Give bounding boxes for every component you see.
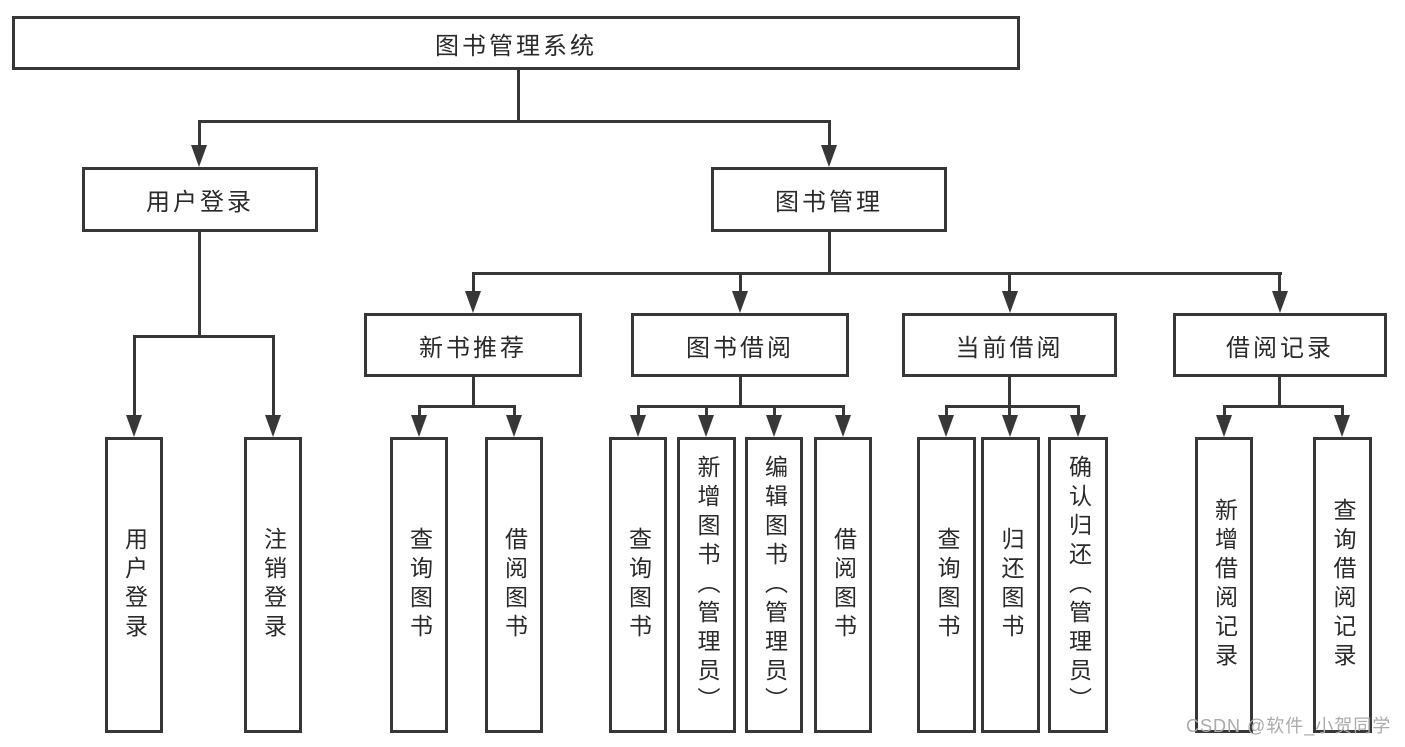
node-user-login: 用户登录 [82, 167, 318, 232]
leaf-logout-label: 注销登录 [260, 527, 287, 643]
arrow-to-bb-query-icon [630, 415, 646, 437]
leaf-newbooks-borrow-label: 借阅图书 [501, 527, 528, 643]
connector-currentborrow-hline [945, 405, 1080, 408]
arrow-to-bb-borrow-icon [835, 415, 851, 437]
node-book-borrow-label: 图书借阅 [686, 334, 794, 362]
leaf-bookborrow-add-label: 新增图书（管理员） [694, 454, 720, 716]
leaf-bookborrow-query-label: 查询图书 [625, 527, 652, 643]
connector-stem-new-books [472, 272, 475, 293]
arrow-to-br-add-icon [1216, 415, 1232, 437]
connector-root-hline [198, 120, 831, 123]
leaf-currentborrow-query: 查询图书 [917, 437, 976, 733]
connector-stem-bb-query [637, 405, 640, 417]
connector-stem-bb-add [705, 405, 708, 417]
connector-stem-cb-return [1008, 405, 1011, 417]
leaf-user-login: 用户登录 [105, 437, 163, 733]
arrow-to-nb-query-icon [411, 415, 427, 437]
node-new-books-label: 新书推荐 [419, 334, 527, 362]
leaf-newbooks-query-label: 查询图书 [406, 527, 433, 643]
connector-currentborrow-vline [1008, 377, 1011, 408]
connector-userlogin-vline [198, 232, 201, 338]
node-borrow-records: 借阅记录 [1173, 313, 1387, 377]
connector-borrowrecords-vline [1278, 377, 1281, 408]
node-current-borrow: 当前借阅 [902, 313, 1117, 377]
leaf-currentborrow-return: 归还图书 [981, 437, 1040, 733]
leaf-user-login-label: 用户登录 [121, 527, 148, 643]
arrow-to-nb-borrow-icon [506, 415, 522, 437]
leaf-bookborrow-borrow: 借阅图书 [814, 437, 872, 733]
connector-userlogin-hline [133, 335, 275, 338]
leaf-logout: 注销登录 [244, 437, 302, 733]
connector-stem-bb-borrow [842, 405, 845, 417]
arrow-to-borrow-records-icon [1272, 291, 1288, 313]
arrow-to-user-login-icon [191, 145, 207, 167]
arrow-to-cb-confirm-icon [1070, 415, 1086, 437]
node-borrow-records-label: 借阅记录 [1226, 334, 1334, 362]
arrow-to-bb-add-icon [698, 415, 714, 437]
leaf-records-query: 查询借阅记录 [1313, 437, 1372, 733]
connector-bookmgmt-vline [828, 232, 831, 275]
arrow-to-leaf-logout-icon [265, 415, 281, 437]
node-book-mgmt-label: 图书管理 [775, 189, 883, 216]
connector-stem-book-borrow [739, 272, 742, 293]
leaf-bookborrow-borrow-label: 借阅图书 [830, 527, 857, 643]
leaf-currentborrow-query-label: 查询图书 [934, 527, 960, 643]
node-book-mgmt: 图书管理 [711, 167, 947, 232]
connector-stem-current-borrow [1008, 272, 1011, 293]
leaf-newbooks-borrow: 借阅图书 [485, 437, 543, 733]
node-root: 图书管理系统 [12, 16, 1020, 70]
connector-stem-user-login [198, 120, 201, 147]
connector-stem-book-mgmt [828, 120, 831, 147]
connector-stem-leaf-user-login [133, 335, 136, 417]
arrow-to-leaf-user-login-icon [126, 415, 142, 437]
node-book-borrow: 图书借阅 [631, 313, 849, 377]
leaf-records-query-label: 查询借阅记录 [1330, 498, 1356, 672]
csdn-watermark: CSDN @软件_小贺同学 [1186, 716, 1392, 736]
connector-stem-cb-query [945, 405, 948, 417]
leaf-currentborrow-confirm-label: 确认归还（管理员） [1065, 454, 1092, 716]
arrow-to-book-mgmt-icon [821, 145, 837, 167]
leaf-records-add: 新增借阅记录 [1195, 437, 1253, 733]
arrow-to-cb-return-icon [1002, 415, 1018, 437]
connector-stem-nb-query [418, 405, 421, 417]
connector-stem-br-add [1223, 405, 1226, 417]
connector-borrowrecords-hline [1223, 405, 1344, 408]
leaf-bookborrow-add: 新增图书（管理员） [677, 437, 736, 733]
connector-bookborrow-hline [637, 405, 845, 408]
node-current-borrow-label: 当前借阅 [955, 334, 1064, 362]
connector-bookborrow-vline [739, 377, 742, 408]
arrow-to-current-borrow-icon [1002, 291, 1018, 313]
arrow-to-br-query-icon [1334, 415, 1350, 437]
connector-stem-borrow-records [1278, 272, 1281, 293]
leaf-currentborrow-return-label: 归还图书 [998, 527, 1024, 643]
leaf-bookborrow-edit-label: 编辑图书（管理员） [761, 454, 788, 716]
connector-stem-nb-borrow [513, 405, 516, 417]
connector-stem-br-query [1341, 405, 1344, 417]
arrow-to-cb-query-icon [938, 415, 954, 437]
connector-newbooks-hline [418, 405, 516, 408]
connector-stem-bb-edit [773, 405, 776, 417]
leaf-bookborrow-edit: 编辑图书（管理员） [745, 437, 803, 733]
connector-stem-leaf-logout [272, 335, 275, 417]
connector-root-vline [517, 70, 520, 120]
leaf-bookborrow-query: 查询图书 [609, 437, 667, 733]
connector-bookmgmt-hline [472, 272, 1282, 275]
connector-newbooks-vline [472, 377, 475, 408]
leaf-currentborrow-confirm: 确认归还（管理员） [1048, 437, 1108, 733]
node-root-label: 图书管理系统 [435, 32, 597, 60]
leaf-records-add-label: 新增借阅记录 [1211, 498, 1238, 672]
leaf-newbooks-query: 查询图书 [390, 437, 448, 733]
connector-stem-cb-confirm [1077, 405, 1080, 417]
arrow-to-bb-edit-icon [766, 415, 782, 437]
node-new-books: 新书推荐 [364, 313, 582, 377]
node-user-login-label: 用户登录 [146, 189, 254, 216]
arrow-to-book-borrow-icon [732, 291, 748, 313]
arrow-to-new-books-icon [465, 291, 481, 313]
